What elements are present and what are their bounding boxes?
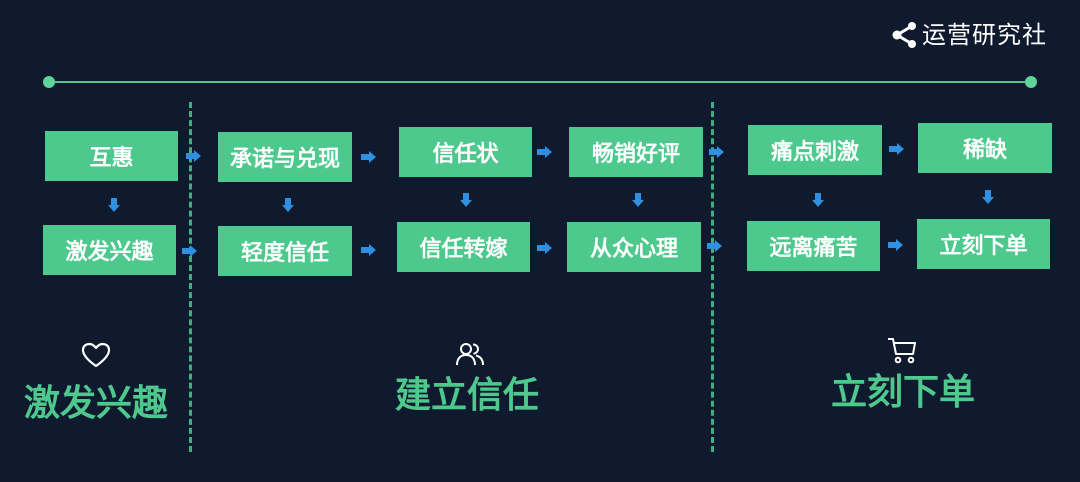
shopping-cart-icon — [888, 338, 916, 364]
step-box: 互惠 — [45, 131, 178, 181]
share-nodes-icon — [892, 22, 916, 48]
timeline-line — [49, 81, 1033, 83]
step-box: 从众心理 — [567, 222, 701, 272]
step-box: 承诺与兑现 — [218, 132, 352, 182]
timeline-end-dot — [1025, 76, 1037, 88]
stage-label-order: 立刻下单 — [830, 372, 975, 413]
step-box: 痛点刺激 — [748, 125, 882, 175]
step-box: 立刻下单 — [917, 219, 1050, 269]
users-icon — [456, 343, 484, 366]
step-box: 远离痛苦 — [747, 221, 880, 271]
brand-name: 运营研究社 — [922, 21, 1047, 49]
step-box: 激发兴趣 — [43, 225, 176, 275]
step-box: 信任状 — [399, 127, 532, 177]
stage-label-trust: 建立信任 — [394, 375, 539, 416]
brand-logo: 运营研究社 — [890, 18, 1047, 52]
stage-divider — [711, 102, 714, 452]
step-box: 稀缺 — [918, 123, 1052, 173]
step-box: 畅销好评 — [569, 127, 703, 177]
step-box: 信任转嫁 — [397, 222, 530, 272]
heart-icon — [81, 342, 111, 368]
step-box: 轻度信任 — [218, 226, 352, 276]
stage-label-interest: 激发兴趣 — [23, 383, 168, 424]
timeline-start-dot — [43, 76, 55, 88]
stage-divider — [189, 102, 192, 452]
